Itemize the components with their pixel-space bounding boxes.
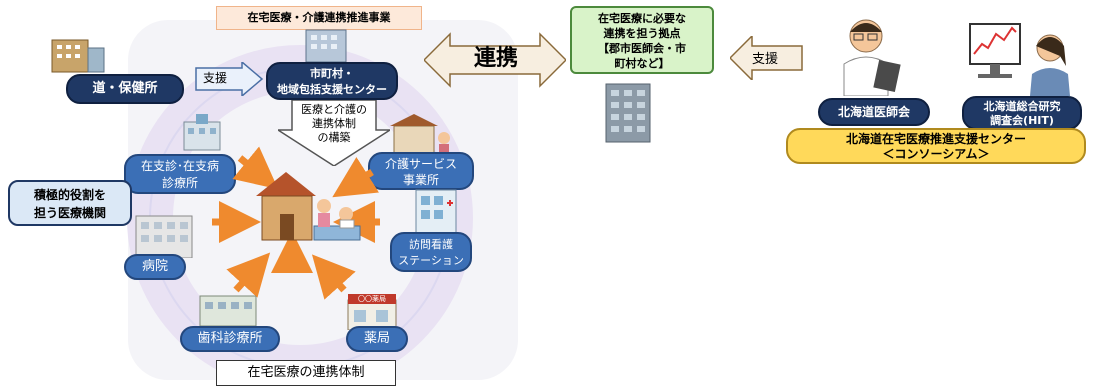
hokkaido-medical-association: 北海道医師会 [818,98,930,126]
visiting-nursing-station: 訪問看護 ステーション [390,232,472,272]
prefecture-health-office: 道・保健所 [66,74,184,104]
link-double-arrow [424,32,566,88]
link-label: 連携 [473,46,518,71]
researcher-monitor-icon [969,23,1070,96]
home-care-clinic: 在支診･在支病 診療所 [124,154,236,194]
pharmacy-building-icon [347,294,397,330]
prefecture-building-icon [51,39,105,73]
collaboration-hub: 在宅医療に必要な 連携を担う拠点 【郡市医師会・市 町村など】 [570,6,714,74]
visiting-nursing-building-icon [415,189,457,234]
support-arrow-right-label: 支援 [752,52,779,67]
clinic-building-icon [183,114,221,151]
hospital: 病院 [124,254,186,280]
project-label: 在宅医療・介護連携推進事業 [216,6,422,30]
hub-building-icon [605,83,651,143]
support-arrow-left [195,62,264,96]
care-service-office: 介護サービス 事業所 [368,152,474,190]
municipality-center: 市町村・ 地域包括支援センター [266,62,398,100]
footer-label: 在宅医療の連携体制 [216,360,396,386]
hospital-building-icon [135,215,193,258]
pharmacy: 薬局 [346,326,408,352]
support-arrow-right [730,36,803,80]
care-service-building-icon [390,114,450,155]
dental-building-icon [199,295,257,326]
home-care-house-icon [212,146,380,300]
home-care-support-center: 北海道在宅医療推進支援センター ＜コンソーシアム＞ [786,128,1086,164]
hokkaido-research-institute-hit: 北海道総合研究 調査会(HIT) [962,96,1082,130]
dental-clinic: 歯科診療所 [180,326,280,352]
support-arrow-left-label: 支援 [203,71,228,85]
build-collaboration-text: 医療と介護の 連携体制 の構築 [301,103,367,144]
pharmacy-sign-text: 〇〇薬局 [358,295,386,303]
active-role-institutions: 積極的役割を 担う医療機関 [8,180,132,226]
doctor-icon [843,19,901,96]
build-collaboration-arrow [278,100,390,166]
municipal-building-icon [305,29,347,62]
